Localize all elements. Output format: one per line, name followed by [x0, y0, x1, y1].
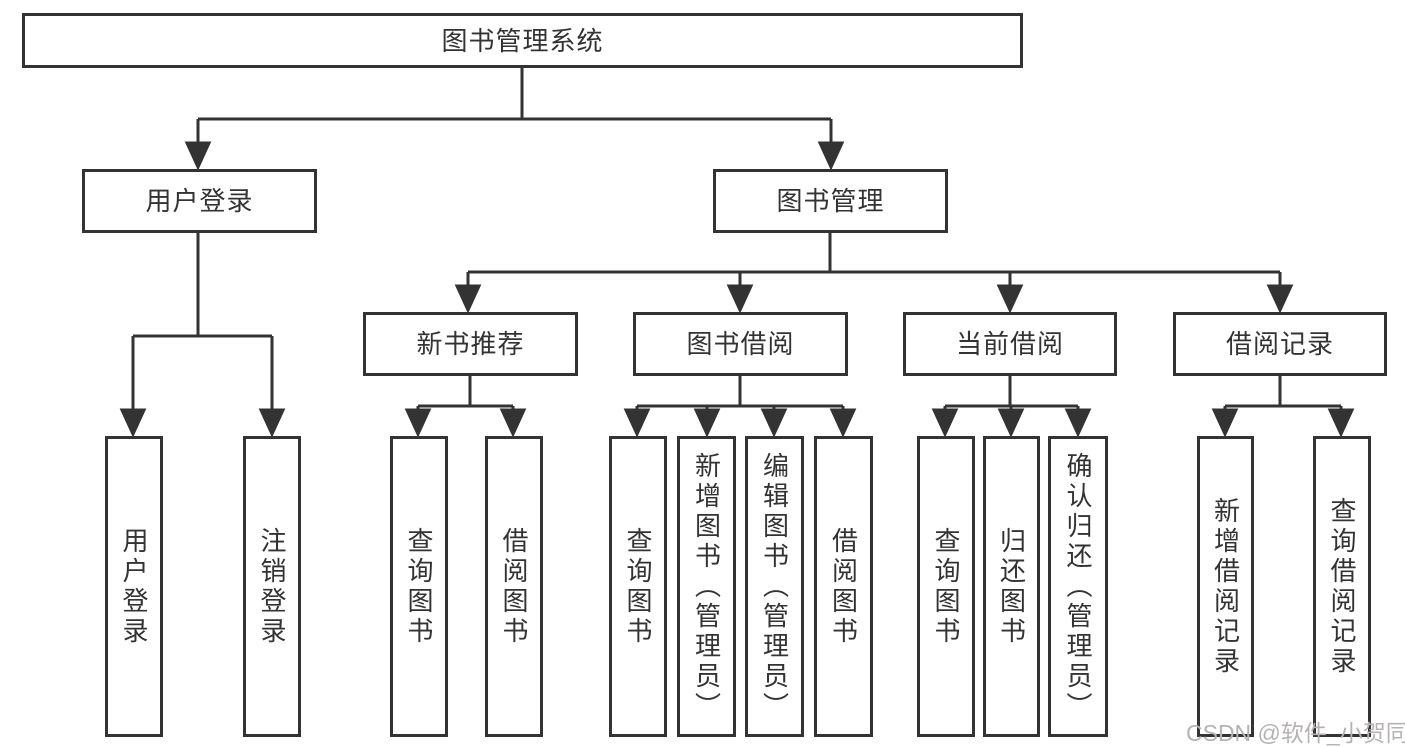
arrowhead	[1327, 408, 1355, 438]
leaf-add-book-admin: 新增图书（管理员）	[677, 436, 736, 737]
arrowhead	[1064, 408, 1092, 438]
connector-new-book-children	[404, 376, 527, 438]
node-book-borrow: 图书借阅	[633, 312, 848, 376]
node-book-management: 图书管理	[713, 169, 948, 233]
arrowhead	[258, 408, 286, 438]
connector-borrow-record-children	[1211, 376, 1355, 438]
connector-book-borrow-children	[623, 376, 857, 438]
leaf-query-book-1: 查询图书	[390, 436, 448, 737]
leaf-borrow-book-1: 借阅图书	[485, 436, 543, 737]
node-borrow-record: 借阅记录	[1173, 312, 1387, 376]
arrowhead	[817, 141, 845, 171]
arrowhead	[623, 408, 651, 438]
node-root-system: 图书管理系统	[22, 13, 1023, 68]
node-new-book-recommend: 新书推荐	[363, 312, 578, 376]
arrowhead	[454, 284, 482, 314]
arrowhead	[693, 408, 721, 438]
leaf-add-borrow-record: 新增借阅记录	[1197, 436, 1254, 737]
leaf-query-book-3: 查询图书	[917, 436, 975, 737]
arrowhead	[119, 408, 147, 438]
arrowhead	[726, 284, 754, 314]
arrowhead	[404, 408, 432, 438]
arrowhead	[1211, 408, 1239, 438]
connector-user-login-children	[119, 233, 286, 438]
arrowhead	[184, 141, 212, 171]
arrowhead	[931, 408, 959, 438]
connector-root-to-branches	[184, 68, 845, 171]
leaf-query-borrow-record: 查询借阅记录	[1313, 436, 1371, 737]
leaf-return-book: 归还图书	[983, 436, 1040, 737]
leaf-logout: 注销登录	[243, 436, 301, 737]
arrowhead	[760, 408, 788, 438]
connector-book-mgmt-groups	[454, 233, 1294, 314]
arrowhead	[996, 284, 1024, 314]
leaf-user-login: 用户登录	[105, 436, 163, 737]
connector-current-borrow-children	[931, 376, 1092, 438]
arrowhead	[499, 408, 527, 438]
csdn-watermark: CSDN @软件_小贺同学	[1186, 720, 1405, 746]
leaf-edit-book-admin: 编辑图书（管理员）	[745, 436, 804, 737]
node-user-login: 用户登录	[82, 169, 317, 233]
arrowhead	[997, 408, 1025, 438]
node-current-borrow: 当前借阅	[903, 312, 1117, 376]
arrowhead	[1266, 284, 1294, 314]
leaf-confirm-return-admin: 确认归还（管理员）	[1048, 436, 1108, 737]
leaf-query-book-2: 查询图书	[609, 436, 667, 737]
arrowhead	[829, 408, 857, 438]
leaf-borrow-book-2: 借阅图书	[814, 436, 873, 737]
